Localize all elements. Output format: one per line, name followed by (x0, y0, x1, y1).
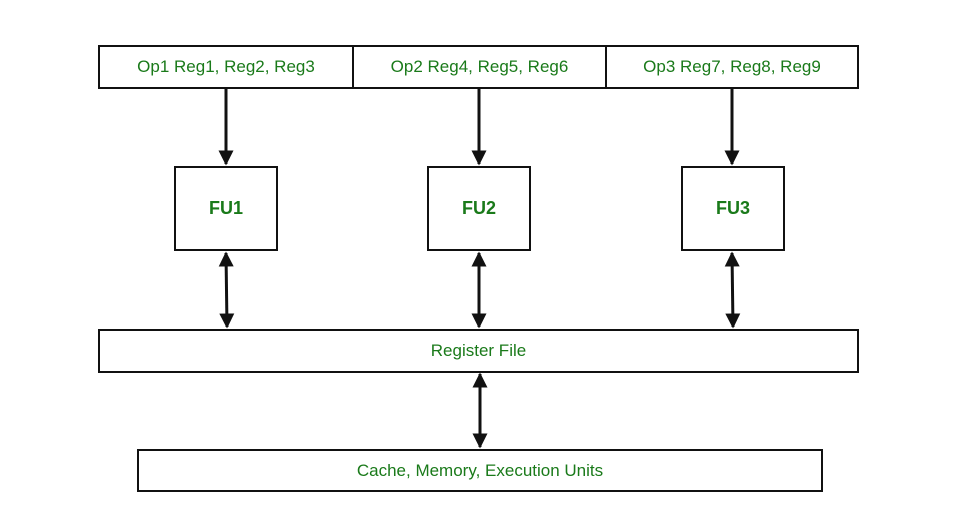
instruction-slot-1-label: Op1 Reg1, Reg2, Reg3 (137, 57, 315, 76)
functional-unit-1-label: FU1 (208, 198, 243, 218)
instruction-slot-3: Op3 Reg7, Reg8, Reg9 (605, 45, 859, 89)
functional-unit-3-label: FU3 (715, 198, 750, 218)
arrow-fu1-regfile (218, 251, 235, 329)
instruction-slot-1: Op1 Reg1, Reg2, Reg3 (98, 45, 354, 89)
functional-unit-1: FU1 (174, 166, 278, 251)
arrow-fu3-regfile (724, 251, 741, 329)
functional-unit-2-label: FU2 (461, 198, 496, 218)
functional-unit-3: FU3 (681, 166, 785, 251)
instruction-slot-2-label: Op2 Reg4, Reg5, Reg6 (390, 57, 569, 76)
instruction-slot-3-label: Op3 Reg7, Reg8, Reg9 (643, 57, 821, 76)
functional-unit-2: FU2 (427, 166, 531, 251)
instruction-slot-2: Op2 Reg4, Reg5, Reg6 (352, 45, 607, 89)
register-file-label: Register File (430, 341, 527, 360)
register-file: Register File (98, 329, 859, 373)
backend-box: Cache, Memory, Execution Units (137, 449, 823, 492)
backend-label: Cache, Memory, Execution Units (356, 460, 604, 480)
